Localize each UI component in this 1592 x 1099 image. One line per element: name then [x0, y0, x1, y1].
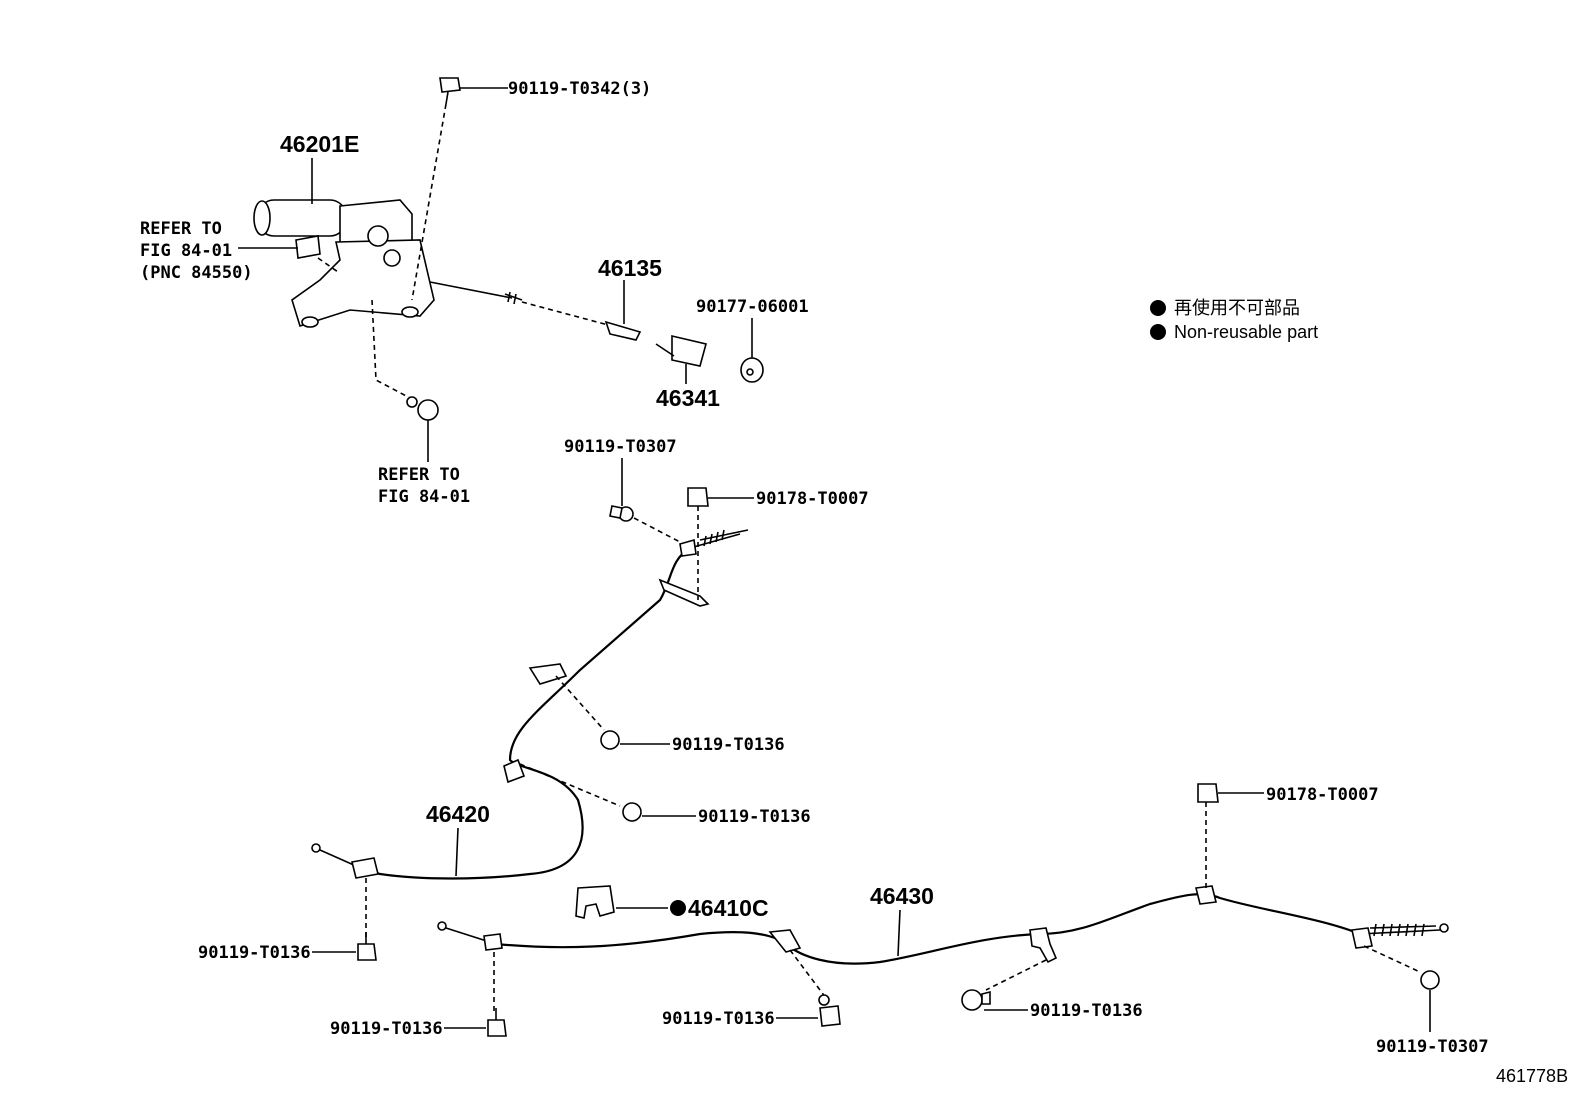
figure-id: 461778B	[1496, 1066, 1568, 1086]
label-46420: 46420	[426, 801, 490, 827]
label-refer-fig-a-1: REFER TO	[140, 219, 222, 239]
label-90119-T0136-b: 90119-T0136	[698, 807, 811, 827]
label-refer-fig-a-3: (PNC 84550)	[140, 263, 253, 283]
nut-90177-06001-icon	[740, 357, 764, 383]
legend-bullet-icon	[1150, 300, 1166, 316]
bolt-90119-T0136-d-icon	[487, 1008, 507, 1037]
adjuster-46341-icon	[655, 334, 707, 367]
legend: 再使用不可部品 Non-reusable part	[1150, 298, 1318, 342]
label-90119-T0136-e: 90119-T0136	[662, 1009, 775, 1029]
front-cable-46420	[311, 529, 749, 880]
legend-english: Non-reusable part	[1174, 322, 1318, 342]
label-90119-T0342: 90119-T0342(3)	[508, 79, 651, 99]
nut-90178-T0007-right-icon	[1197, 783, 1219, 803]
bolt-90119-T0342-icon	[439, 77, 461, 105]
rear-cable-46430	[437, 885, 1449, 965]
label-refer-fig-b-1: REFER TO	[378, 465, 460, 485]
parking-brake-lever-assembly	[253, 199, 523, 328]
bolt-90119-T0307-top-icon	[609, 505, 634, 522]
label-90119-T0136-a: 90119-T0136	[672, 735, 785, 755]
label-90119-T0136-c: 90119-T0136	[198, 943, 311, 963]
equalizer-46410C-icon	[575, 885, 615, 919]
legend-bullet-icon	[1150, 324, 1166, 340]
non-reusable-mark-46410C	[670, 900, 686, 916]
label-90119-T0136-d: 90119-T0136	[330, 1019, 443, 1039]
nut-90178-T0007-top-icon	[687, 487, 709, 507]
label-90119-T0136-f: 90119-T0136	[1030, 1001, 1143, 1021]
bolt-90119-T0136-f-icon	[961, 989, 991, 1011]
label-46135: 46135	[598, 255, 662, 281]
label-46201E: 46201E	[280, 131, 359, 157]
bolt-90119-T0136-c-icon	[357, 932, 377, 961]
label-90177-06001: 90177-06001	[696, 297, 809, 317]
label-46341: 46341	[656, 385, 720, 411]
label-46410C: 46410C	[688, 895, 769, 921]
bolt-90119-T0136-a-icon	[600, 730, 620, 750]
label-refer-fig-b-2: FIG 84-01	[378, 487, 470, 507]
label-refer-fig-a-2: FIG 84-01	[140, 241, 232, 261]
bolt-90119-T0136-e-icon	[818, 994, 841, 1027]
label-90178-T0007-top: 90178-T0007	[756, 489, 869, 509]
bolt-90119-T0136-b-icon	[622, 802, 642, 822]
bolt-refer-fig-icon	[406, 396, 439, 421]
label-46430: 46430	[870, 883, 934, 909]
label-90178-T0007-right: 90178-T0007	[1266, 785, 1379, 805]
clip-46135-icon	[604, 320, 642, 341]
label-90119-T0307-top: 90119-T0307	[564, 437, 677, 457]
bolt-90119-T0307-bottom-icon	[1420, 970, 1440, 990]
legend-japanese: 再使用不可部品	[1174, 298, 1300, 318]
label-90119-T0307-bottom: 90119-T0307	[1376, 1037, 1489, 1057]
